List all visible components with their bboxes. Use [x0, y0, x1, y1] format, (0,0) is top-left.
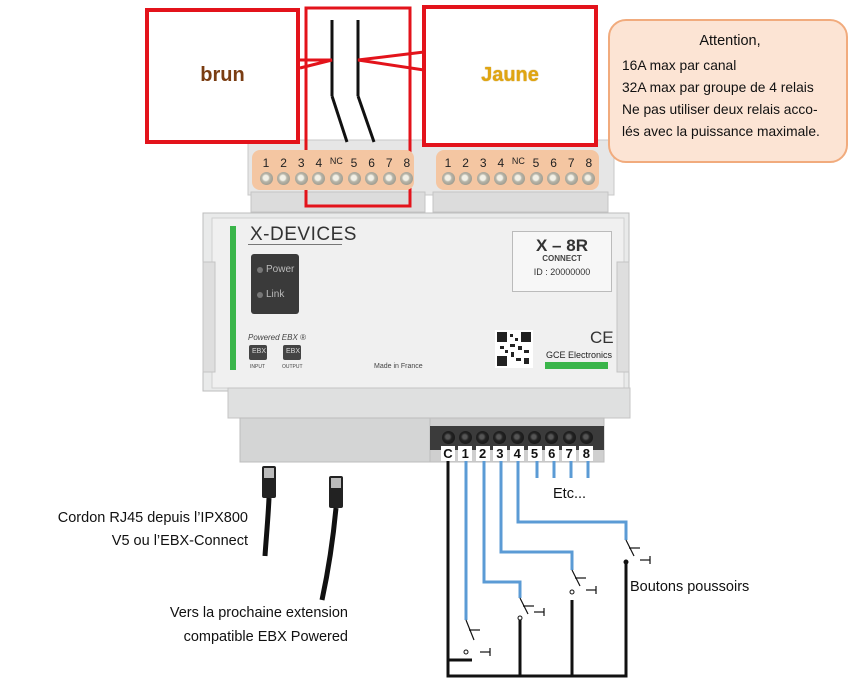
terminal-screw[interactable] [529, 172, 543, 185]
top-terminal-number: 4 [315, 156, 323, 170]
top-terminal-number: 5 [532, 156, 540, 170]
terminal-screw[interactable] [312, 172, 326, 185]
input-terminal-number: 1 [458, 446, 473, 461]
input-terminal-number: 4 [510, 446, 525, 461]
rj45-cable-icon [262, 466, 276, 557]
rj45-cable-icon [319, 476, 343, 601]
terminal-screw[interactable] [365, 172, 379, 185]
etc-label: Etc... [553, 486, 587, 502]
warning-title: Attention, [699, 33, 761, 49]
terminal-screw[interactable] [459, 172, 473, 185]
next-extension-caption-line1: Vers la prochaine extension [169, 605, 348, 621]
model-label: X – 8R CONNECT ID : 20000000 [512, 231, 612, 292]
link-led-label: Link [266, 289, 285, 300]
warning-line: lés avec la puissance maximale. [622, 124, 820, 139]
top-terminal-number: 5 [350, 156, 358, 170]
terminal-screw[interactable] [347, 172, 361, 185]
warning-note: Attention, 16A max par canal 32A max par… [608, 19, 848, 163]
warning-line: 16A max par canal [622, 58, 737, 73]
yellow-wire-box [422, 5, 598, 147]
ebx-output-button[interactable]: EBX [286, 348, 301, 355]
input-terminal-screw[interactable] [545, 431, 559, 444]
input-terminal-number: 8 [579, 446, 594, 461]
model-sub: CONNECT [542, 254, 582, 263]
model-id: ID : 20000000 [533, 267, 591, 277]
top-terminal-number: 1 [444, 156, 452, 170]
terminal-screw[interactable] [382, 172, 396, 185]
terminal-screw[interactable] [547, 172, 561, 185]
terminal-screw[interactable] [511, 172, 525, 185]
model-name: X – 8R [536, 236, 588, 255]
terminal-screw[interactable] [329, 172, 343, 185]
input-terminal-screw[interactable] [510, 431, 524, 444]
terminal-screw[interactable] [259, 172, 273, 185]
warning-line: Ne pas utiliser deux relais acco- [622, 102, 818, 117]
input-terminal-number: 5 [527, 446, 542, 461]
input-terminal-number: 7 [562, 446, 577, 461]
input-terminal-screw[interactable] [528, 431, 541, 444]
top-terminal-number: 7 [385, 156, 393, 170]
next-extension-caption-line2: compatible EBX Powered [183, 629, 348, 645]
top-terminal-number: 2 [462, 156, 469, 170]
top-terminal-number: 8 [403, 156, 411, 170]
top-terminal-number: 1 [262, 156, 270, 170]
push-buttons-label: Boutons poussoirs [630, 579, 750, 595]
top-terminal-number: 6 [368, 156, 375, 170]
brand-logo: X-DEVICES [250, 224, 357, 245]
input-terminal-screw[interactable] [476, 431, 490, 444]
ebx-output-caption: OUTPUT [282, 364, 303, 370]
top-terminal-number: 7 [567, 156, 575, 170]
top-terminal-number: NC [511, 156, 525, 166]
terminal-screw[interactable] [294, 172, 308, 185]
top-terminal-number: NC [329, 156, 343, 166]
power-led-label: Power [266, 264, 295, 275]
terminal-screw[interactable] [441, 172, 455, 185]
top-terminal-number: 4 [497, 156, 505, 170]
warning-line: 32A max par groupe de 4 relais [622, 80, 814, 95]
input-terminal-number: C [441, 446, 455, 461]
terminal-screw[interactable] [277, 172, 291, 185]
input-terminal-screw[interactable] [441, 431, 455, 444]
manufacturer-label: GCE Electronics [546, 350, 613, 360]
top-terminal-number: 2 [280, 156, 287, 170]
terminal-screw[interactable] [564, 172, 578, 185]
terminal-screw[interactable] [582, 172, 596, 185]
top-terminal-number: 8 [585, 156, 593, 170]
terminal-screw[interactable] [494, 172, 508, 185]
rj45-caption-line1: Cordon RJ45 depuis l’IPX800 [57, 510, 248, 526]
ce-mark: CE [590, 328, 614, 347]
yellow-wire-label: Jaune [481, 64, 539, 86]
powered-ebx-label: Powered EBX ® [248, 333, 306, 342]
terminal-screw[interactable] [476, 172, 490, 185]
input-terminal-number: 6 [544, 446, 559, 461]
brown-wire-label: brun [200, 64, 245, 86]
input-terminal-screw[interactable] [579, 431, 593, 444]
ebx-input-caption: INPUT [250, 364, 265, 370]
input-terminal-number: 3 [492, 446, 507, 461]
ebx-input-button[interactable]: EBX [252, 348, 267, 355]
top-terminal-number: 6 [550, 156, 557, 170]
terminal-screw[interactable] [400, 172, 414, 185]
top-terminal-number: 3 [297, 156, 305, 170]
top-terminal-number: 3 [479, 156, 487, 170]
input-terminal-number: 2 [475, 446, 490, 461]
made-in-label: Made in France [374, 363, 423, 370]
brown-wire-box [145, 8, 300, 144]
input-terminal-screw[interactable] [493, 431, 507, 444]
input-terminal-screw[interactable] [458, 431, 472, 444]
rj45-caption-line2: V5 ou l’EBX-Connect [111, 533, 248, 549]
input-terminal-screw[interactable] [562, 431, 576, 444]
